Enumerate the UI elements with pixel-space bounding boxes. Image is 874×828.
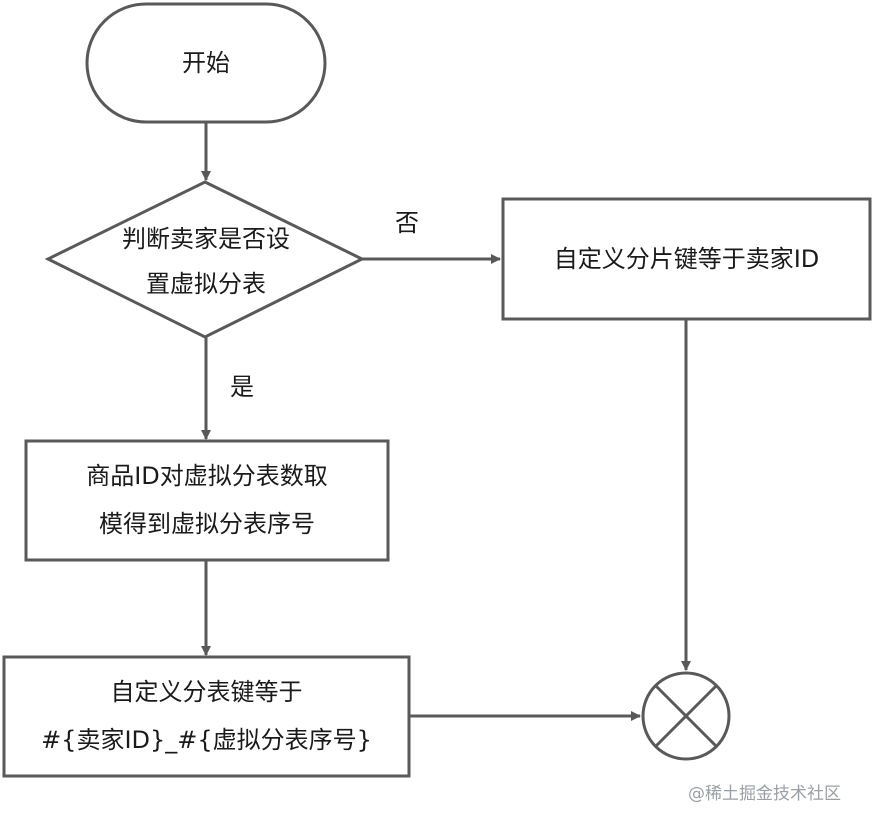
edge-label-no: 否 — [395, 209, 419, 237]
edge-label-yes: 是 — [230, 373, 254, 401]
seller-shard-label: 自定义分片键等于卖家ID — [553, 245, 820, 273]
shard-key-label-line-2: #{卖家ID}_#{虚拟分表序号} — [41, 726, 372, 754]
decision-label-line-2: 置虚拟分表 — [146, 270, 266, 298]
merge-cross-line-2 — [654, 684, 718, 748]
seller-shard-box — [501, 197, 872, 321]
shard-key-label-line-1: 自定义分表键等于 — [110, 678, 303, 706]
modulo-label-line-2: 模得到虚拟分表序号 — [99, 510, 315, 538]
decision-label-line-1: 判断卖家是否设 — [122, 225, 290, 253]
decision-diamond — [44, 180, 366, 339]
start-label: 开始 — [182, 49, 230, 77]
modulo-label-line-1: 商品ID对虚拟分表数取 — [86, 462, 328, 490]
shard-key-box — [2, 655, 411, 778]
watermark-text: @稀土掘金技术社区 — [688, 784, 841, 804]
